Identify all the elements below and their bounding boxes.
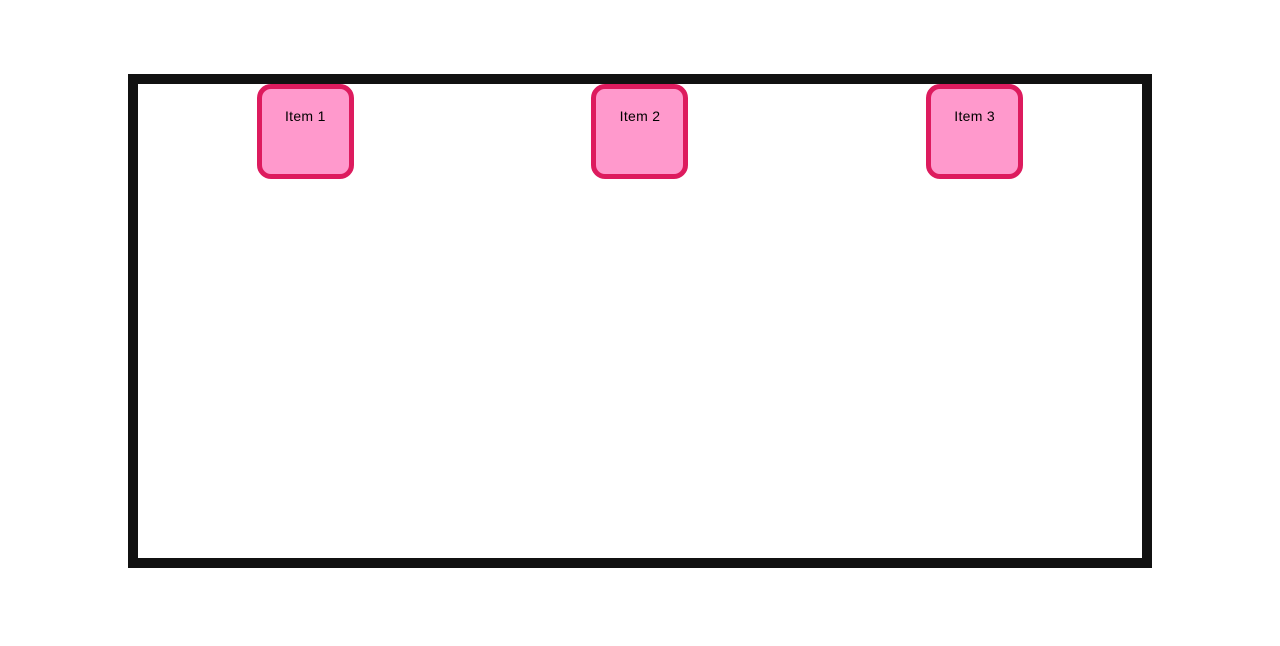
flex-container: Item 1 Item 2 Item 3 xyxy=(128,74,1152,568)
flex-item-1[interactable]: Item 1 xyxy=(256,84,354,179)
flex-item-1-label: Item 1 xyxy=(284,108,326,124)
flex-item-2[interactable]: Item 2 xyxy=(591,84,689,179)
flex-item-3-label: Item 3 xyxy=(954,108,995,124)
flex-item-2-label: Item 2 xyxy=(619,108,661,124)
flex-item-3[interactable]: Item 3 xyxy=(926,84,1024,179)
